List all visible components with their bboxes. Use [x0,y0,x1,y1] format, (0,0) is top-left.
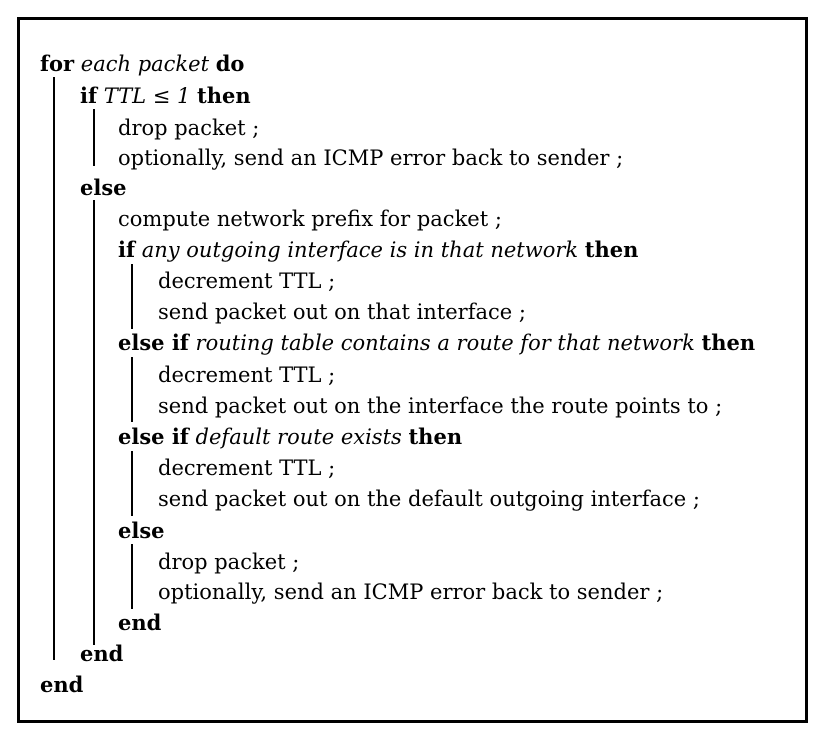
algorithm-line: decrement TTL ; [158,360,335,390]
statement-text: optionally, send an ICMP error back to s… [158,580,664,604]
algorithm-line: else [80,173,127,203]
statement-text [74,52,81,76]
keyword: then [701,330,756,355]
statement-text: decrement TTL ; [158,363,336,387]
keyword: end [40,672,84,697]
keyword: else if [118,330,189,355]
algorithm-line: drop packet ; [118,113,259,143]
statement-text [209,52,216,76]
block-bar [93,200,95,645]
block-bar [131,357,133,422]
algorithm-line: else [118,516,165,546]
algorithm-line: else if default route exists then [118,422,462,452]
algorithm-line: compute network prefix for packet ; [118,204,502,234]
block-bar [131,544,133,609]
statement-text [135,238,142,262]
algorithm-line: send packet out on the interface the rou… [158,391,722,421]
block-bar [93,109,95,166]
condition-text: TTL ≤ 1 [103,84,191,108]
statement-text: drop packet ; [158,550,300,574]
keyword: else [80,175,127,200]
algorithm-line: for each packet do [40,49,244,79]
algorithm-line: if TTL ≤ 1 then [80,81,251,111]
keyword: do [215,51,245,76]
algorithm-line: if any outgoing interface is in that net… [118,235,638,265]
algorithm-line: else if routing table contains a route f… [118,328,755,358]
algorithm-line: send packet out on that interface ; [158,297,526,327]
statement-text: send packet out on the default outgoing … [158,487,700,511]
algorithm-line: send packet out on the default outgoing … [158,484,700,514]
statement-text [189,425,196,449]
statement-text: drop packet ; [118,116,260,140]
condition-text: any outgoing interface is in that networ… [141,238,579,262]
keyword: else [118,518,165,543]
block-bar [53,77,55,660]
algorithm-line: end [80,639,123,669]
statement-text: decrement TTL ; [158,269,336,293]
statement-text [189,331,196,355]
keyword: then [584,237,639,262]
keyword: then [197,83,251,108]
condition-text: default route exists [195,425,402,449]
algorithm-line: decrement TTL ; [158,453,335,483]
statement-text: decrement TTL ; [158,456,336,480]
keyword: then [408,424,463,449]
statement-text [97,84,104,108]
keyword: if [118,237,136,262]
statement-text: optionally, send an ICMP error back to s… [118,146,624,170]
statement-text: send packet out on the interface the rou… [158,394,723,418]
condition-text: routing table contains a route for that … [195,331,695,355]
keyword: else if [118,424,189,449]
keyword: end [80,641,124,666]
keyword: for [40,51,75,76]
statement-text: send packet out on that interface ; [158,300,526,324]
condition-text: each packet [80,52,210,76]
algorithm-line: end [118,608,161,638]
block-bar [131,264,133,329]
statement-text [695,331,702,355]
algorithm-line: decrement TTL ; [158,266,335,296]
keyword: if [80,83,98,108]
algorithm-line: optionally, send an ICMP error back to s… [118,143,623,173]
keyword: end [118,610,162,635]
algorithm-line: drop packet ; [158,547,299,577]
algorithm-line: end [40,670,83,700]
statement-text: compute network prefix for packet ; [118,207,502,231]
algorithm-line: optionally, send an ICMP error back to s… [158,577,663,607]
statement-text [578,238,585,262]
block-bar [131,451,133,516]
